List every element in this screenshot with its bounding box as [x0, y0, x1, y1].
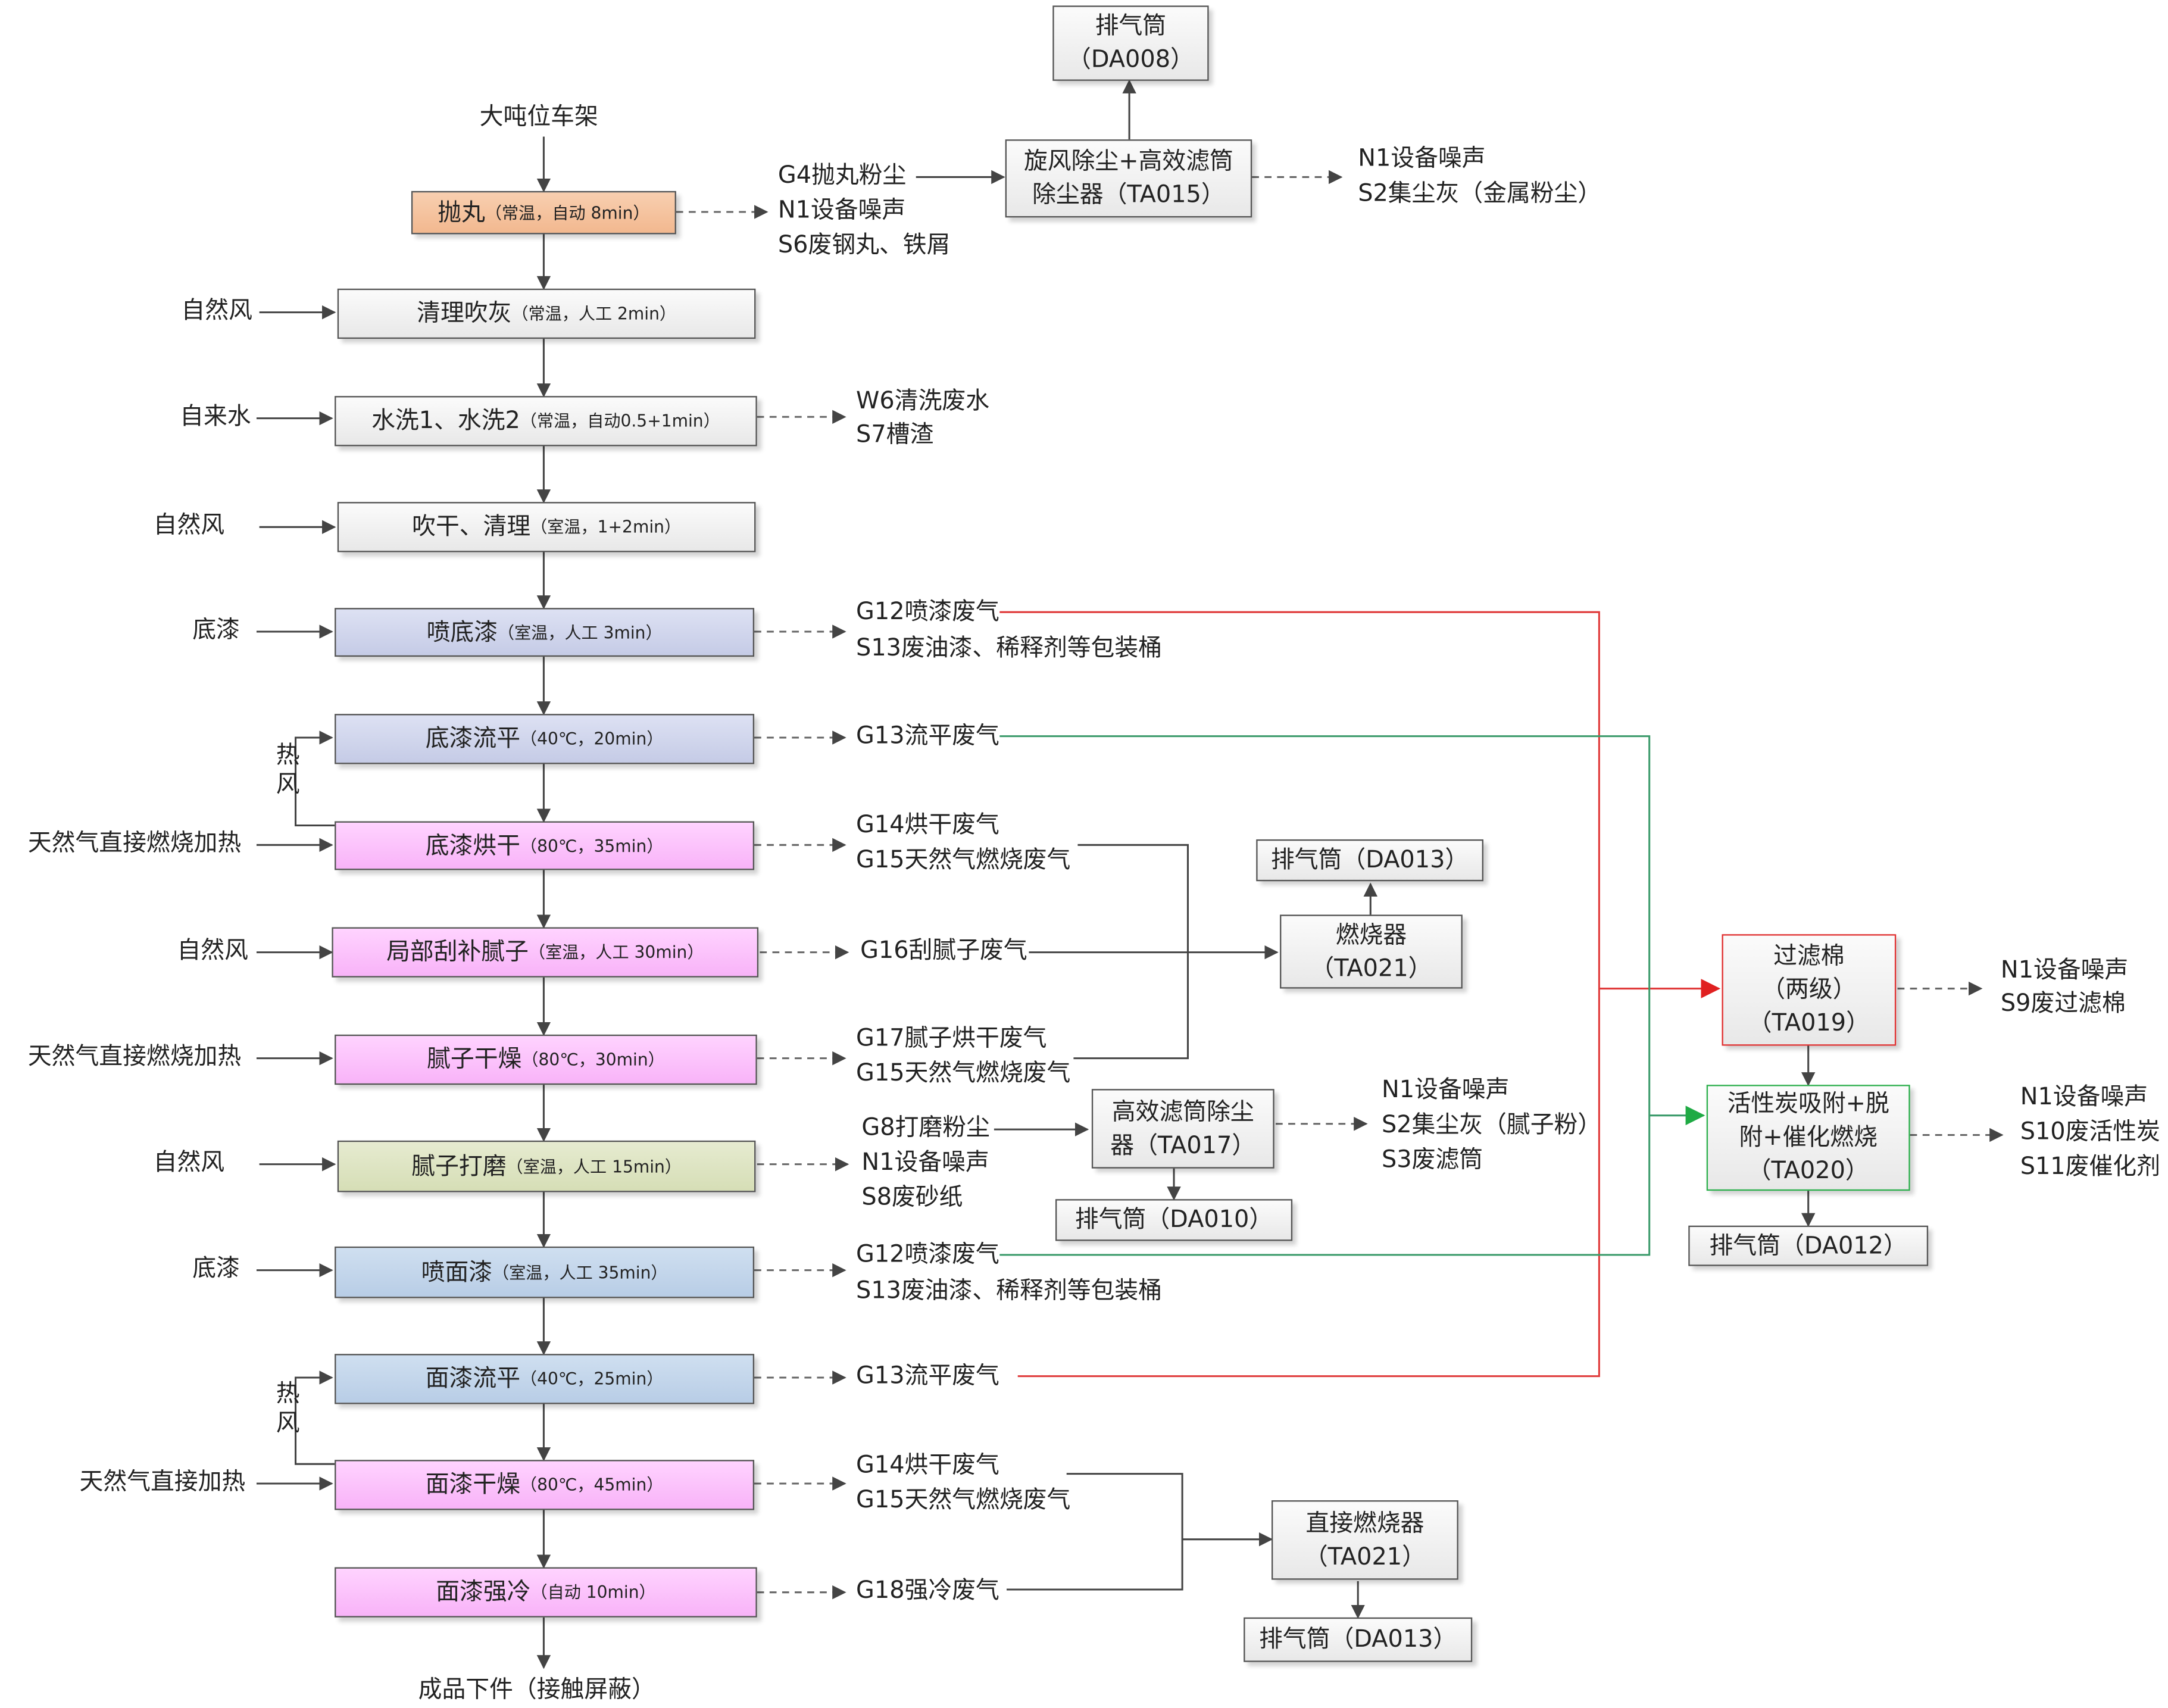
step-wash: 水洗1、水洗2（常温，自动0.5+1min） — [335, 396, 757, 446]
step-shot-blast: 抛丸（常温，自动 8min） — [411, 191, 676, 235]
emission-label: G18强冷废气 — [856, 1576, 999, 1605]
stack-da012: 排气筒（DA012） — [1688, 1225, 1929, 1266]
emission-label: G8打磨粉尘 — [861, 1114, 990, 1142]
emission-label: S6废钢丸、铁屑 — [777, 231, 951, 260]
emission-label: G14烘干废气 — [856, 1451, 999, 1479]
step-primer-level: 底漆流平（40℃，20min） — [335, 714, 755, 764]
dust-collector-ta015: 旋风除尘+高效滤筒除尘器（TA015） — [1005, 139, 1252, 218]
emission-label: G14烘干废气 — [856, 811, 999, 839]
emission-label: S2集尘灰（腻子粉） — [1382, 1111, 1602, 1139]
step-blow-clean: 清理吹灰（常温，人工 2min） — [337, 288, 756, 339]
emission-label: S3废滤筒 — [1382, 1146, 1483, 1175]
green-gas-line — [999, 735, 1651, 1256]
input-label: 自来水 — [180, 402, 251, 431]
emission-label: G15天然气燃烧废气 — [856, 1486, 1071, 1515]
step-primer-spray: 喷底漆（室温，人工 3min） — [335, 608, 755, 657]
step-topcoat-cool: 面漆强冷（自动 10min） — [335, 1567, 757, 1618]
burner-ta021: 燃烧器（TA021） — [1280, 914, 1463, 989]
end-label: 成品下件（接触屏蔽） — [418, 1676, 655, 1704]
input-label: 自然风 — [153, 1148, 225, 1177]
step-topcoat-dry: 面漆干燥（80℃，45min） — [335, 1460, 755, 1510]
red-gas-line — [999, 611, 1600, 1378]
input-label: 天然气直接燃烧加热 — [27, 829, 242, 858]
input-label: 天然气直接加热 — [79, 1468, 246, 1497]
input-label: 底漆 — [192, 1254, 240, 1283]
emission-label: N1设备噪声 — [2000, 956, 2129, 985]
emission-label: S13废油漆、稀释剂等包装桶 — [856, 1277, 1162, 1306]
stack-da010: 排气筒（DA010） — [1055, 1199, 1293, 1241]
step-topcoat-level: 面漆流平（40℃，25min） — [335, 1354, 755, 1404]
stack-da013-bottom: 排气筒（DA013） — [1244, 1617, 1473, 1662]
emission-label: S9废过滤棉 — [2000, 989, 2126, 1018]
emission-label: S2集尘灰（金属粉尘） — [1358, 180, 1602, 208]
emission-label: N1设备噪声 — [2020, 1083, 2148, 1111]
filter-ta017: 高效滤筒除尘器（TA017） — [1091, 1089, 1274, 1169]
filter-cotton-ta019: 过滤棉（两级）（TA019） — [1722, 934, 1897, 1046]
step-putty-dry: 腻子干燥（80℃，30min） — [335, 1034, 757, 1085]
hot-air-label: 热风 — [270, 741, 299, 801]
emission-label: G13流平废气 — [856, 1362, 999, 1391]
input-label: 底漆 — [192, 616, 240, 645]
step-primer-dry: 底漆烘干（80℃，35min） — [335, 821, 755, 870]
step-sanding: 腻子打磨（室温，人工 15min） — [337, 1140, 756, 1192]
emission-label: G13流平废气 — [856, 722, 999, 751]
emission-label: G17腻子烘干废气 — [856, 1025, 1047, 1053]
step-topcoat-spray: 喷面漆（室温，人工 35min） — [335, 1246, 755, 1298]
hot-air-label: 热风 — [270, 1380, 299, 1440]
emission-label: S8废砂纸 — [861, 1184, 963, 1212]
emission-label: N1设备噪声 — [861, 1148, 989, 1177]
emission-label: G16刮腻子废气 — [860, 936, 1027, 965]
direct-burner-ta021: 直接燃烧器（TA021） — [1271, 1500, 1458, 1580]
start-label: 大吨位车架 — [479, 103, 598, 132]
input-label: 自然风 — [181, 296, 252, 325]
input-label: 自然风 — [177, 936, 248, 965]
emission-label: S13废油漆、稀释剂等包装桶 — [856, 634, 1162, 663]
input-label: 天然气直接燃烧加热 — [27, 1042, 242, 1071]
activated-carbon-ta020: 活性炭吸附+脱附+催化燃烧（TA020） — [1706, 1085, 1910, 1191]
stack-da013: 排气筒（DA013） — [1256, 839, 1483, 882]
emission-label: N1设备噪声 — [1382, 1076, 1510, 1104]
input-label: 自然风 — [153, 511, 225, 540]
emission-label: G12喷漆废气 — [856, 598, 999, 626]
step-putty: 局部刮补腻子（室温，人工 30min） — [332, 927, 759, 978]
step-dry-clean: 吹干、清理（室温，1+2min） — [337, 502, 756, 552]
emission-label: N1设备噪声 — [777, 196, 906, 225]
emission-label: S11废催化剂 — [2020, 1153, 2160, 1181]
stack-da008: 排气筒（DA008） — [1052, 5, 1209, 81]
emission-label: G15天然气燃烧废气 — [856, 1059, 1071, 1088]
emission-label: S10废活性炭 — [2020, 1118, 2160, 1147]
emission-label: G12喷漆废气 — [856, 1241, 999, 1269]
emission-label: N1设备噪声 — [1358, 145, 1486, 173]
emission-label: G4抛丸粉尘 — [777, 161, 907, 190]
emission-label: W6清洗废水 — [856, 388, 990, 416]
emission-label: G15天然气燃烧废气 — [856, 846, 1071, 875]
emission-label: S7槽渣 — [856, 421, 934, 449]
